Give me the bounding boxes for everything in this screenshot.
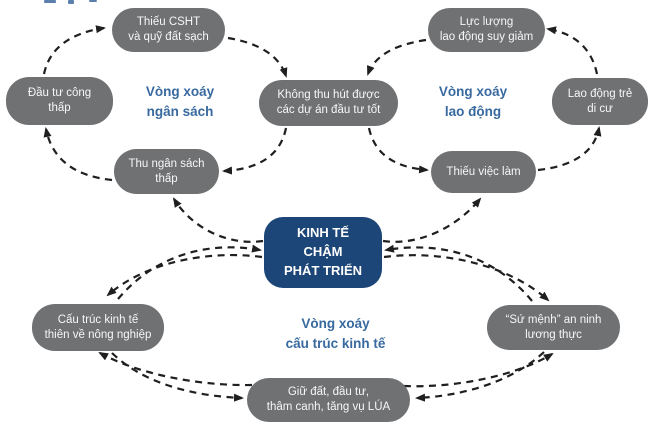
label-vong-xoay-cau-truc: Vòng xoáy cấu trúc kinh tế [285,315,386,351]
edge-thu-ngan-sach-to-dau-tu-cong [43,127,113,182]
edge-cau-truc-to-giu-dat [111,352,244,402]
cropped-text-fragment [44,0,56,3]
edge-kinh-te-to-thieu-viec-lam [382,197,482,243]
node-khong-thu-hut-du-an: Không thu hút được các dự án đầu tư tốt [259,80,398,126]
edge-su-menh-to-giu-dat [415,351,545,402]
node-kinh-te-cham-phat-trien: KINH TẾ CHẬM PHÁT TRIỂN [264,217,382,288]
cropped-text-fragment [68,0,74,4]
label-vong-xoay-lao-dong: Vòng xoáy lao động [438,83,508,119]
node-thieu-csht: Thiếu CSHT và quỹ đất sạch [112,8,225,52]
edge-luc-luong-to-khong-thu-hut [366,38,427,76]
edge-khong-thu-hut-to-thu-ngan-sach [222,127,288,175]
edge-dau-tu-cong-to-thieu-csht [42,25,106,75]
edge-khong-thu-hut-to-thieu-viec-lam [367,127,429,174]
edge-cau-truc-to-kinh-te [117,244,262,300]
edge-thieu-viec-lam-to-lao-dong-tre [537,126,602,172]
cropped-text-fragment [89,0,97,2]
edge-giu-dat-to-cau-truc [98,352,253,387]
node-cau-truc-kinh-te: Cấu trúc kinh tế thiên về nông nghiệp [32,304,164,351]
node-thu-ngan-sach-thap: Thu ngân sách thấp [114,149,219,194]
edge-kinh-te-to-cau-truc [106,254,263,297]
node-dau-tu-cong-thap: Đầu tư công thấp [6,77,113,125]
node-giu-dat-tang-vu-lua: Giữ đất, đầu tư, thâm canh, tăng vụ LÚA [247,378,410,422]
node-su-menh-an-ninh: “Sứ mệnh” an ninh lương thực [487,305,620,350]
edge-kinh-te-to-su-menh [383,254,550,302]
node-luc-luong-lao-dong: Lực lượng lao động suy giảm [428,8,545,52]
edge-thieu-csht-to-khong-thu-hut [227,36,288,78]
edge-lao-dong-tre-to-luc-luong [546,26,599,75]
label-vong-xoay-ngan-sach: Vòng xoáy ngân sách [145,83,215,119]
edge-kinh-te-to-thu-ngan-sach [172,197,264,243]
node-lao-dong-tre-di-cu: Lao động trẻ di cư [552,78,648,125]
edge-su-menh-to-kinh-te [384,244,533,302]
node-thieu-viec-lam: Thiếu việc làm [431,151,536,193]
edge-giu-dat-to-su-menh [403,352,554,388]
